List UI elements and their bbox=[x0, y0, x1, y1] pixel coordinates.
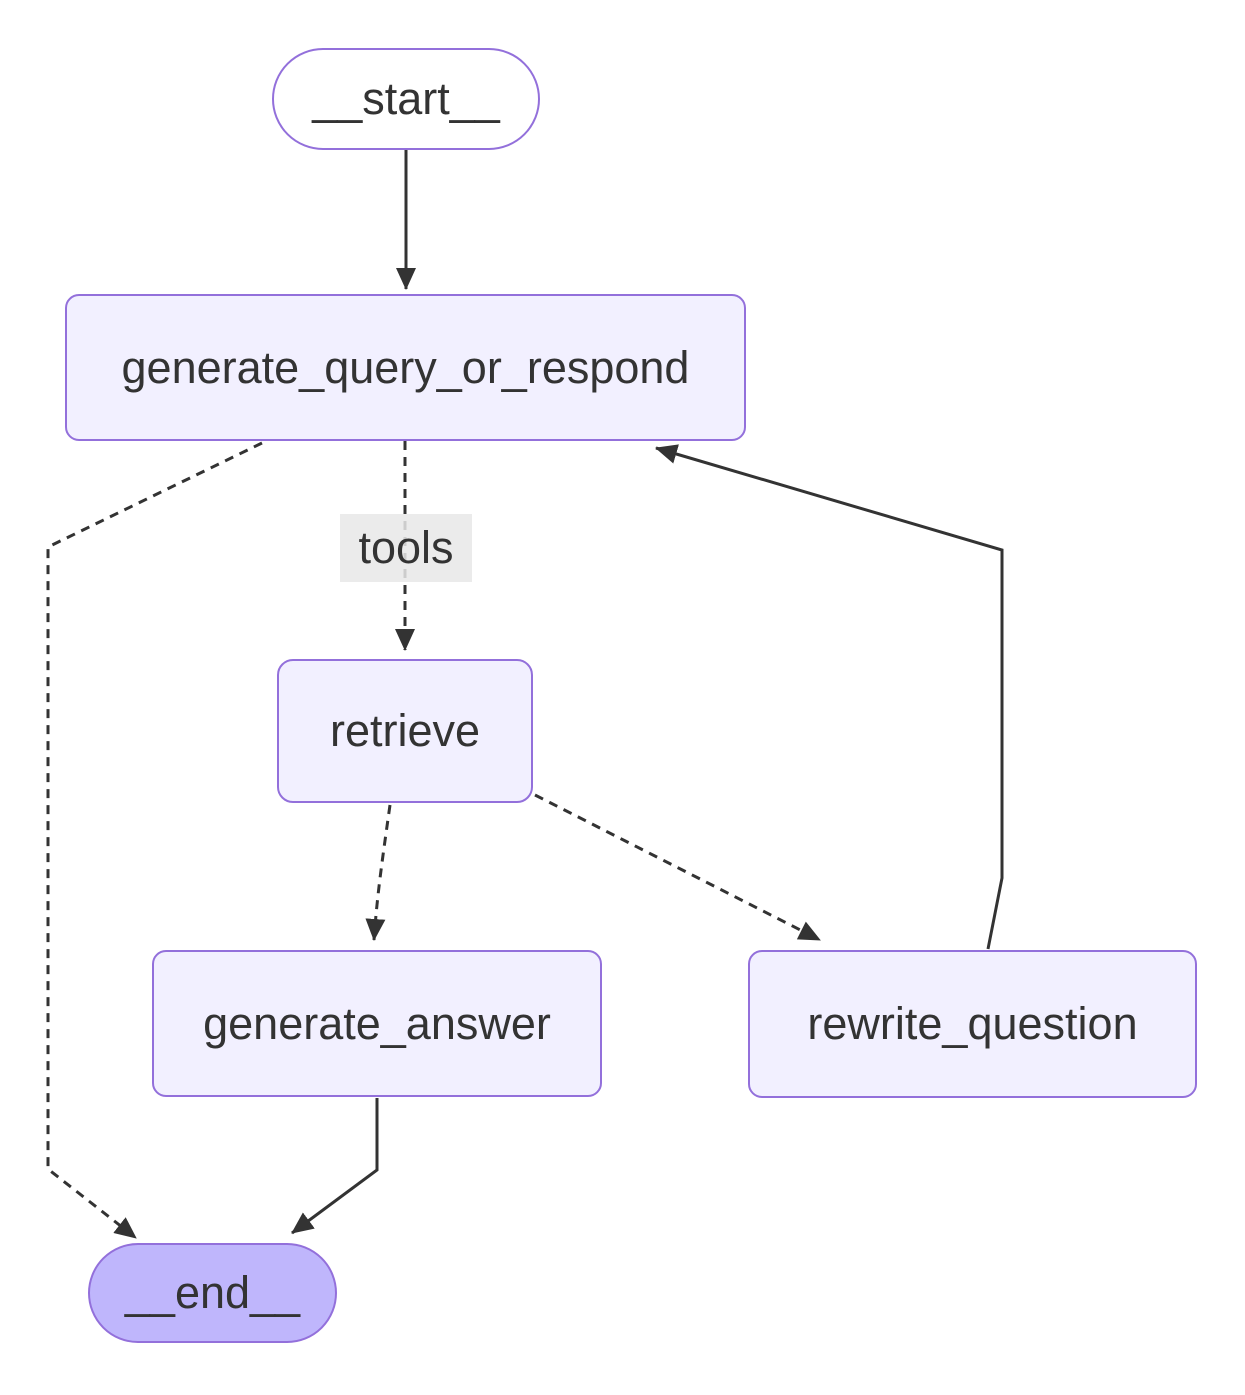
edge-retrieve-to-generate-answer bbox=[365, 804, 392, 941]
node-end-label: __end__ bbox=[124, 1267, 301, 1318]
edge-generate-query-or-respond-to-end bbox=[46, 441, 263, 1240]
edge-generate-answer-to-end bbox=[291, 1098, 379, 1235]
edge-label-tools-text: tools bbox=[358, 522, 454, 573]
node-generate-query-or-respond-label: generate_query_or_respond bbox=[121, 341, 690, 393]
node-rewrite-question: rewrite_question bbox=[748, 950, 1197, 1098]
node-start-label: __start__ bbox=[312, 73, 500, 124]
edge-retrieve-to-rewrite-question bbox=[534, 793, 821, 942]
edge-label-tools: tools bbox=[340, 514, 472, 582]
node-end: __end__ bbox=[88, 1243, 337, 1343]
node-retrieve: retrieve bbox=[277, 659, 533, 803]
edge-rewrite-question-to-generate-query-or-respond bbox=[655, 444, 1004, 950]
node-generate-answer: generate_answer bbox=[152, 950, 602, 1097]
node-rewrite-question-label: rewrite_question bbox=[807, 998, 1138, 1049]
node-generate-query-or-respond: generate_query_or_respond bbox=[65, 294, 746, 441]
node-retrieve-label: retrieve bbox=[329, 705, 481, 756]
node-generate-answer-label: generate_answer bbox=[203, 997, 551, 1049]
node-start: __start__ bbox=[272, 48, 540, 150]
